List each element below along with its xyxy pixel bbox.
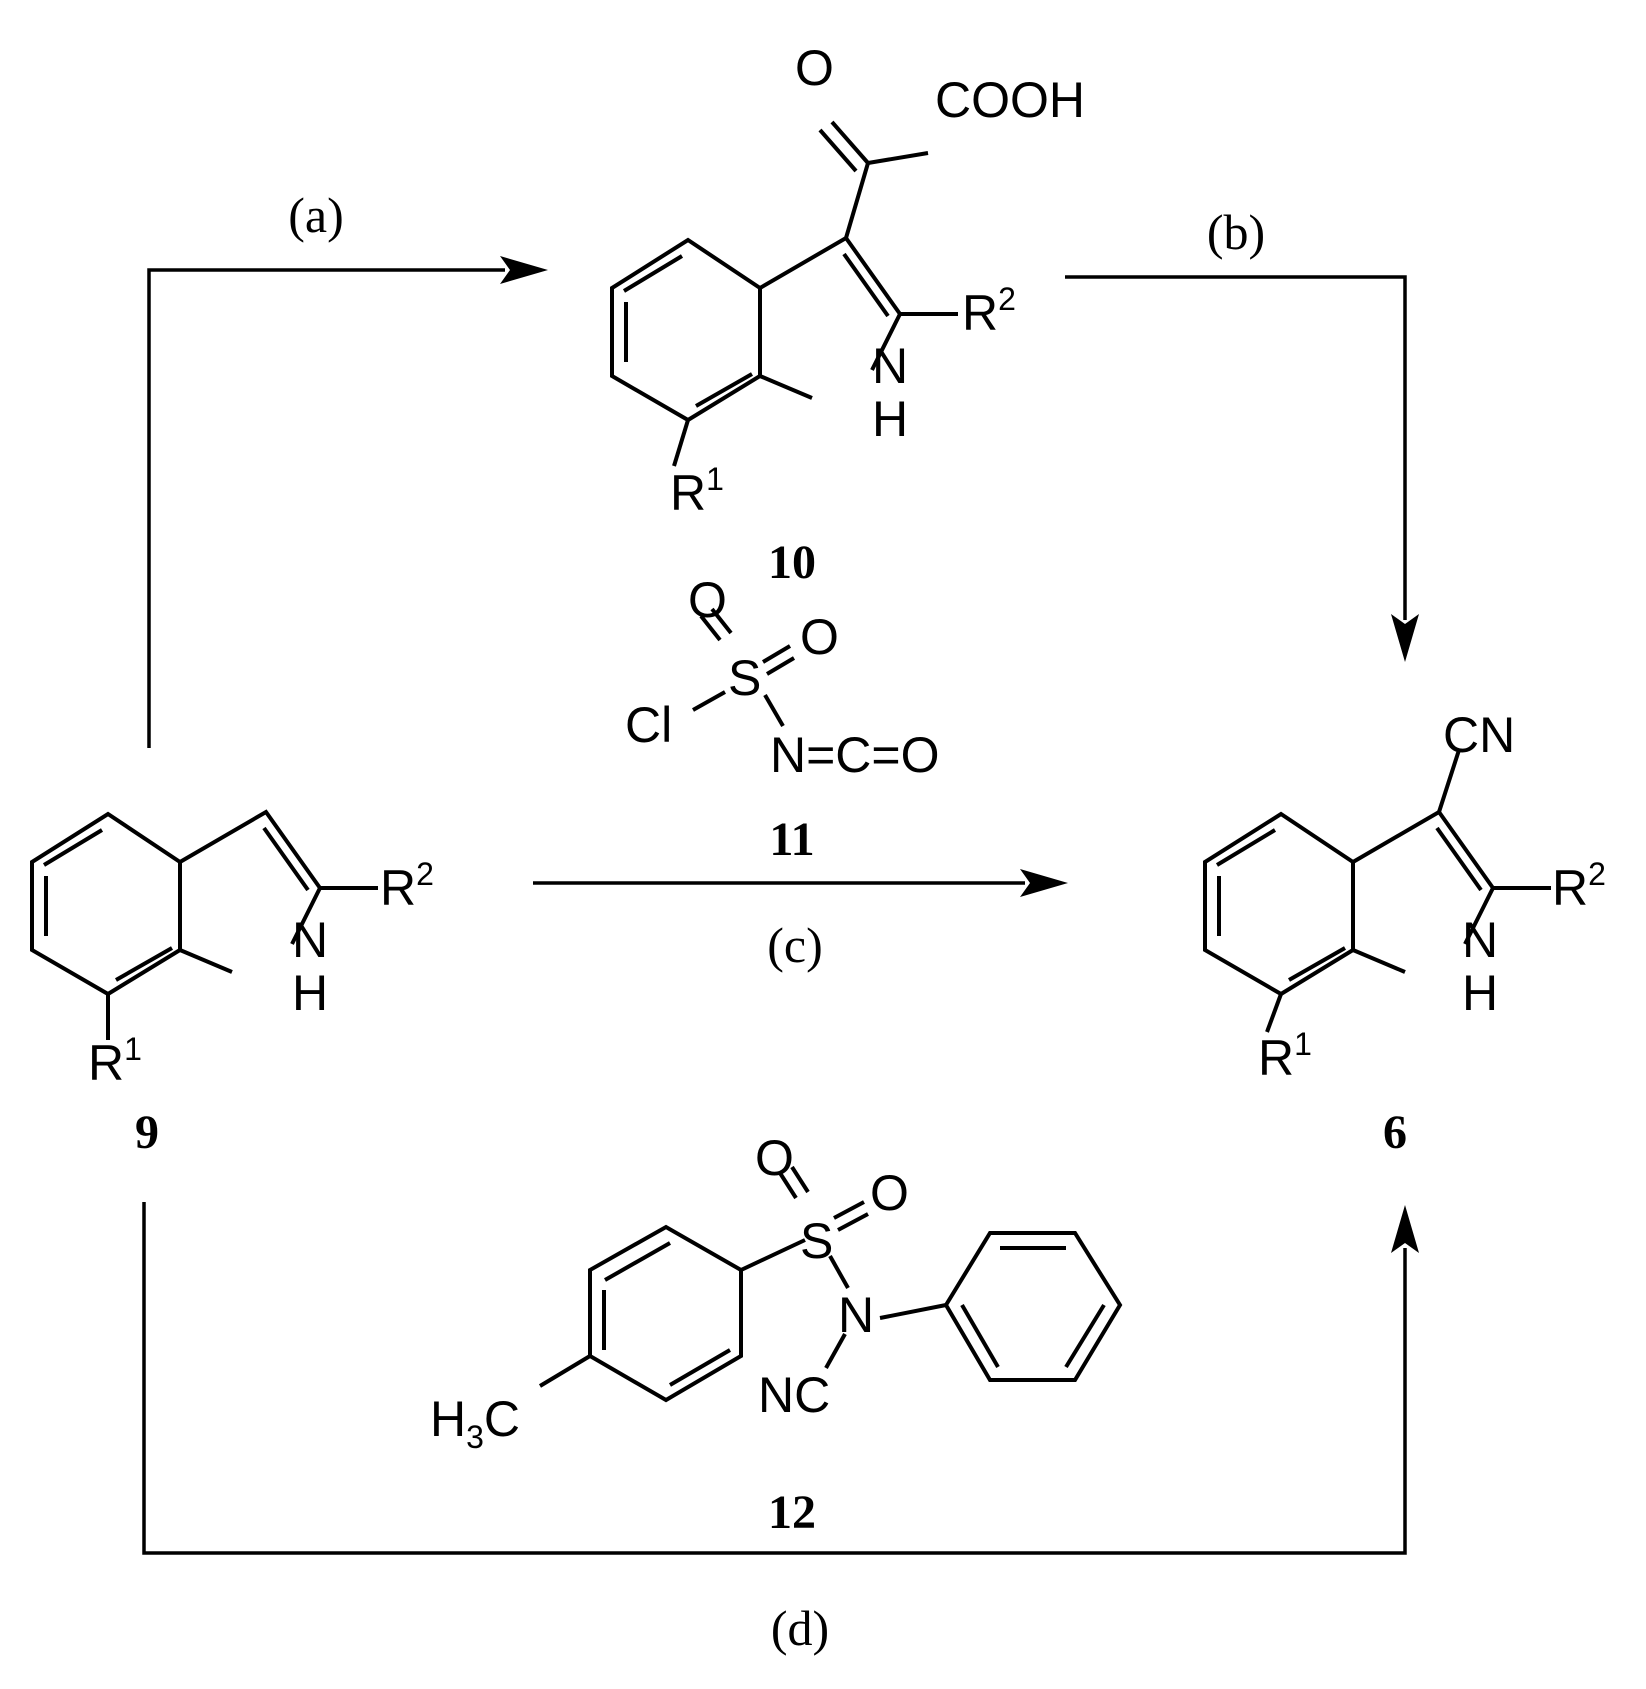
compound-number-6: 6 bbox=[1383, 1106, 1407, 1159]
c12-nc-label: NC bbox=[758, 1367, 830, 1423]
c9-n-label: N bbox=[292, 912, 328, 968]
arrow-c bbox=[533, 869, 1068, 897]
compound-number-11: 11 bbox=[769, 813, 814, 866]
c6-cn-label: CN bbox=[1443, 707, 1515, 763]
c6-h-label: H bbox=[1462, 965, 1498, 1021]
c6-n-label: N bbox=[1462, 912, 1498, 968]
condition-c: (c) bbox=[767, 917, 823, 973]
c11-s-label: S bbox=[728, 650, 761, 706]
c10-o-label: O bbox=[795, 40, 834, 96]
compound-6 bbox=[1203, 749, 1551, 1033]
c10-h-label: H bbox=[872, 391, 908, 447]
c10-r1-label: R1 bbox=[670, 461, 724, 521]
c12-o2-label: O bbox=[870, 1165, 909, 1221]
c11-o1-label: O bbox=[688, 572, 727, 628]
reagent-11 bbox=[692, 607, 796, 728]
c10-cooh-label: COOH bbox=[935, 72, 1085, 128]
c11-o2-label: O bbox=[800, 609, 839, 665]
c12-o1-label: O bbox=[755, 1130, 794, 1186]
compound-number-9: 9 bbox=[135, 1106, 159, 1159]
reagent-12 bbox=[538, 1165, 1123, 1403]
arrow-a bbox=[147, 256, 548, 748]
condition-a: (a) bbox=[288, 187, 344, 243]
arrow-b bbox=[1065, 275, 1419, 662]
c6-r2-label: R2 bbox=[1552, 856, 1606, 916]
c12-h3c-label: H3C bbox=[430, 1391, 520, 1455]
arrow-d bbox=[142, 1202, 1419, 1555]
c12-s-label: S bbox=[800, 1213, 833, 1269]
compound-number-12: 12 bbox=[768, 1486, 816, 1539]
c6-r1-label: R1 bbox=[1258, 1026, 1312, 1086]
c10-r2-label: R2 bbox=[962, 281, 1016, 341]
c9-r1-label: R1 bbox=[88, 1031, 142, 1091]
c11-nco-label: N=C=O bbox=[770, 727, 940, 783]
compound-9 bbox=[30, 809, 378, 1040]
c9-r2-label: R2 bbox=[380, 856, 434, 916]
c12-n-label: N bbox=[838, 1287, 874, 1343]
c11-cl-label: Cl bbox=[625, 697, 672, 753]
compound-number-10: 10 bbox=[768, 536, 816, 589]
c10-n-label: N bbox=[872, 338, 908, 394]
c9-h-label: H bbox=[292, 965, 328, 1021]
compound-10 bbox=[610, 120, 958, 467]
condition-b: (b) bbox=[1207, 204, 1265, 260]
condition-d: (d) bbox=[771, 1600, 829, 1656]
